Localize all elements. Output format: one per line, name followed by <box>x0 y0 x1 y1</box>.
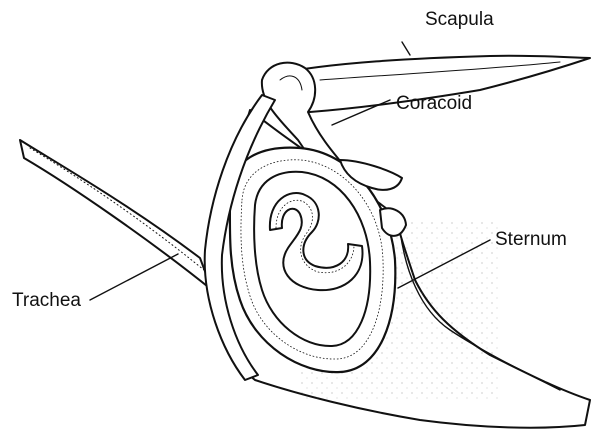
scapula-leader-line <box>402 42 410 55</box>
trachea-tube <box>20 140 212 290</box>
trachea-label: Trachea <box>12 290 81 311</box>
coracoid-label: Coracoid <box>396 93 472 114</box>
trachea-leader-line <box>90 254 178 300</box>
sternum-label: Sternum <box>495 229 567 250</box>
scapula-label: Scapula <box>425 9 494 30</box>
